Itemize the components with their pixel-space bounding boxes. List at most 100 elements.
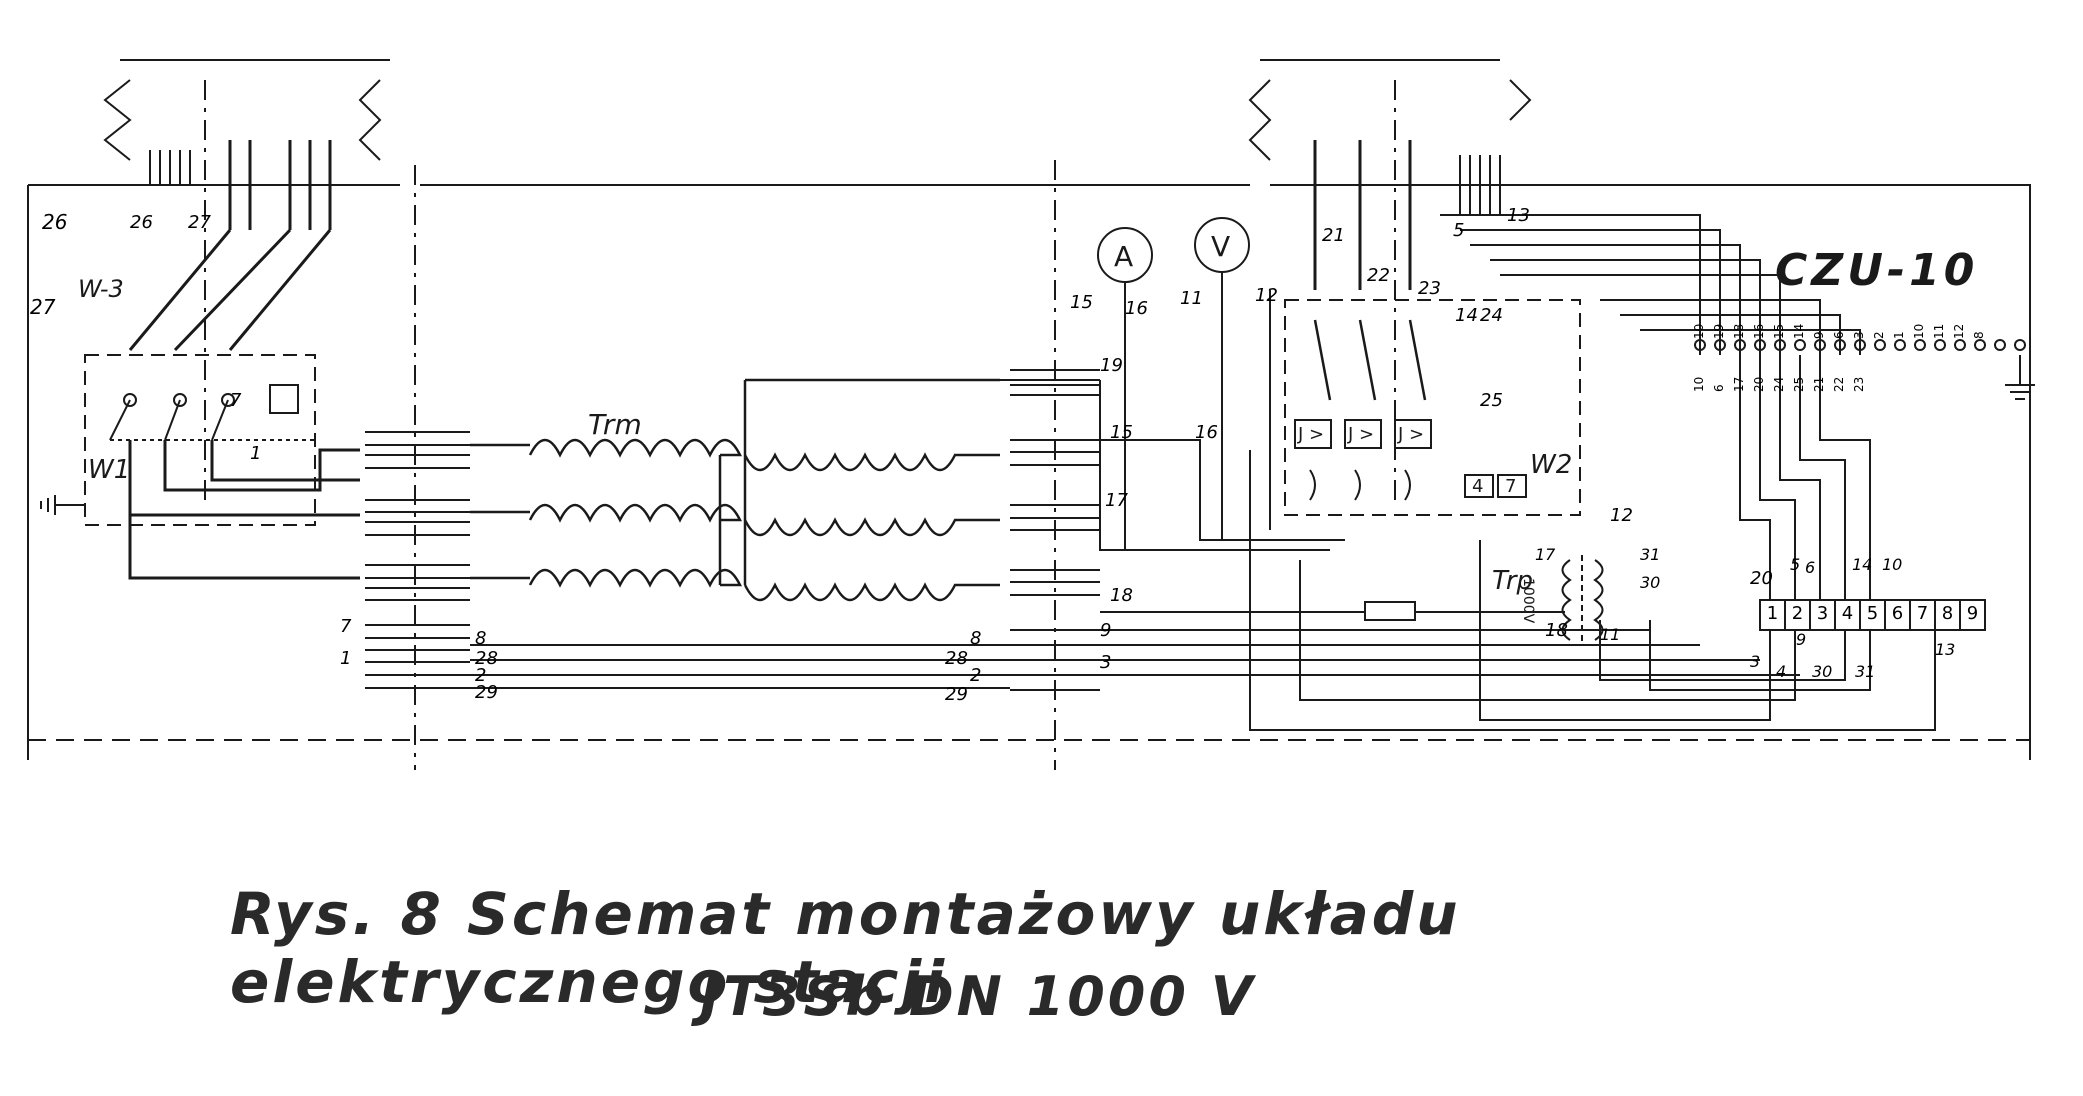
- node-label: 18: [1110, 585, 1133, 606]
- trp-label: Trp: [1492, 566, 1534, 596]
- ammeter-label: A: [1114, 240, 1134, 273]
- node-label: 11: [1180, 288, 1203, 309]
- node-label: 2: [475, 665, 487, 686]
- terminal-number: 10: [1692, 323, 1706, 339]
- device-title: CZU-10: [1775, 245, 1979, 296]
- terminal-number: 17: [1732, 376, 1746, 392]
- relay-label-1: J >: [1298, 424, 1325, 445]
- relay-label-3: J >: [1398, 424, 1425, 445]
- node-label: 28: [945, 648, 968, 669]
- terminal-number: 10: [1912, 323, 1926, 339]
- figure-caption-line1: Rys. 8 Schemat montażowy układu elektryc…: [230, 880, 1461, 1016]
- relay-label-2: J >: [1348, 424, 1375, 445]
- node-label: 27: [188, 212, 211, 233]
- node-label: 19: [1100, 355, 1123, 376]
- terminal-block-cell: 3: [1816, 603, 1829, 624]
- terminal-number: 1: [1892, 331, 1906, 339]
- w3-label: W-3: [78, 275, 124, 303]
- terminal-number: 23: [1852, 376, 1866, 392]
- node-label: 29: [475, 682, 498, 703]
- node-label: 3: [1100, 652, 1112, 673]
- node-label: 26: [42, 210, 68, 234]
- node-label: 31: [1640, 545, 1661, 564]
- node-label: 17: [1535, 545, 1556, 564]
- node-label: 7: [230, 390, 242, 411]
- w1-label: W1: [88, 455, 131, 485]
- node-label: 12: [1610, 505, 1633, 526]
- terminal-block-cell: 4: [1841, 603, 1854, 624]
- node-label: 15: [1110, 422, 1133, 443]
- relay-box-4: 4: [1472, 476, 1484, 497]
- node-label: 29: [945, 684, 968, 705]
- terminal-number: 21: [1812, 376, 1826, 392]
- trm-label: Trm: [588, 408, 642, 441]
- terminal-number: 6: [1832, 331, 1846, 339]
- voltmeter-label: V: [1211, 230, 1231, 263]
- node-label: 13: [1935, 640, 1956, 659]
- node-label: 26: [130, 212, 153, 233]
- node-label: 5: [1790, 555, 1801, 574]
- terminal-number: 24: [1772, 376, 1786, 392]
- node-label: 21: [1322, 225, 1345, 246]
- node-label: 18: [1545, 620, 1568, 641]
- node-label: 9: [1100, 620, 1112, 641]
- node-label: 8: [475, 628, 487, 649]
- terminal-number: 14: [1792, 323, 1806, 339]
- w2-label: W2: [1530, 450, 1573, 480]
- node-label: 9: [1796, 630, 1807, 649]
- terminal-number: 6: [1712, 384, 1726, 392]
- terminal-block: 1 2 3 4 5 6 7 8 9: [1760, 603, 1985, 629]
- terminal-strip-top: 10 19 18 16 15 14 9 6 3 2 1 10 11 12 8: [1692, 315, 2032, 339]
- node-label: 23: [1418, 278, 1441, 299]
- node-label: 1: [250, 443, 262, 464]
- node-label: 20: [1750, 568, 1773, 589]
- terminal-block-cell: 5: [1866, 603, 1879, 624]
- terminal-number: 3: [1852, 331, 1866, 339]
- node-label: 14: [1455, 305, 1478, 326]
- node-label: 11: [1600, 625, 1621, 644]
- node-label: 1: [340, 648, 352, 669]
- relay-box-7: 7: [1505, 476, 1517, 497]
- terminal-number: 10: [1692, 376, 1706, 392]
- trp-rating: 1000V: [1520, 578, 1536, 624]
- node-label: 31: [1855, 662, 1876, 681]
- node-label: 28: [475, 648, 498, 669]
- terminal-number: 19: [1712, 323, 1726, 339]
- node-label: 13: [1507, 205, 1530, 226]
- terminal-block-cell: 1: [1766, 603, 1779, 624]
- node-label: 7: [340, 616, 352, 637]
- node-label: 30: [1812, 662, 1833, 681]
- terminal-number: 25: [1792, 376, 1806, 392]
- terminal-block-cell: 2: [1791, 603, 1804, 624]
- terminal-number: 18: [1732, 323, 1746, 339]
- terminal-block-cell: 7: [1916, 603, 1929, 624]
- node-label: 6: [1805, 558, 1816, 577]
- node-label: 5: [1453, 220, 1465, 241]
- node-label: 24: [1480, 305, 1503, 326]
- terminal-block-cell: 9: [1966, 603, 1979, 624]
- figure-caption-line2: JT3Sb DN 1000 V: [700, 965, 1256, 1028]
- terminal-number: 15: [1772, 323, 1786, 339]
- terminal-block-cell: 8: [1941, 603, 1954, 624]
- node-label: 4: [1776, 662, 1787, 681]
- terminal-number: 20: [1752, 376, 1766, 392]
- terminal-strip-bottom: 10 6 17 20 24 25 21 22 23: [1692, 362, 1952, 392]
- terminal-number: 16: [1752, 323, 1766, 339]
- node-label: 30: [1640, 573, 1661, 592]
- terminal-number: 2: [1872, 331, 1886, 339]
- node-label: 17: [1105, 490, 1128, 511]
- terminal-block-cell: 6: [1891, 603, 1904, 624]
- node-label: 10: [1882, 555, 1903, 574]
- node-label: 15: [1070, 292, 1093, 313]
- terminal-number: 22: [1832, 376, 1846, 392]
- node-label: 16: [1125, 298, 1148, 319]
- terminal-number: 11: [1932, 323, 1946, 339]
- node-label: 16: [1195, 422, 1218, 443]
- node-label: 27: [30, 295, 56, 319]
- node-label: 8: [970, 628, 982, 649]
- node-label: 2: [970, 665, 982, 686]
- node-label: 25: [1480, 390, 1503, 411]
- terminal-number: 12: [1952, 323, 1966, 339]
